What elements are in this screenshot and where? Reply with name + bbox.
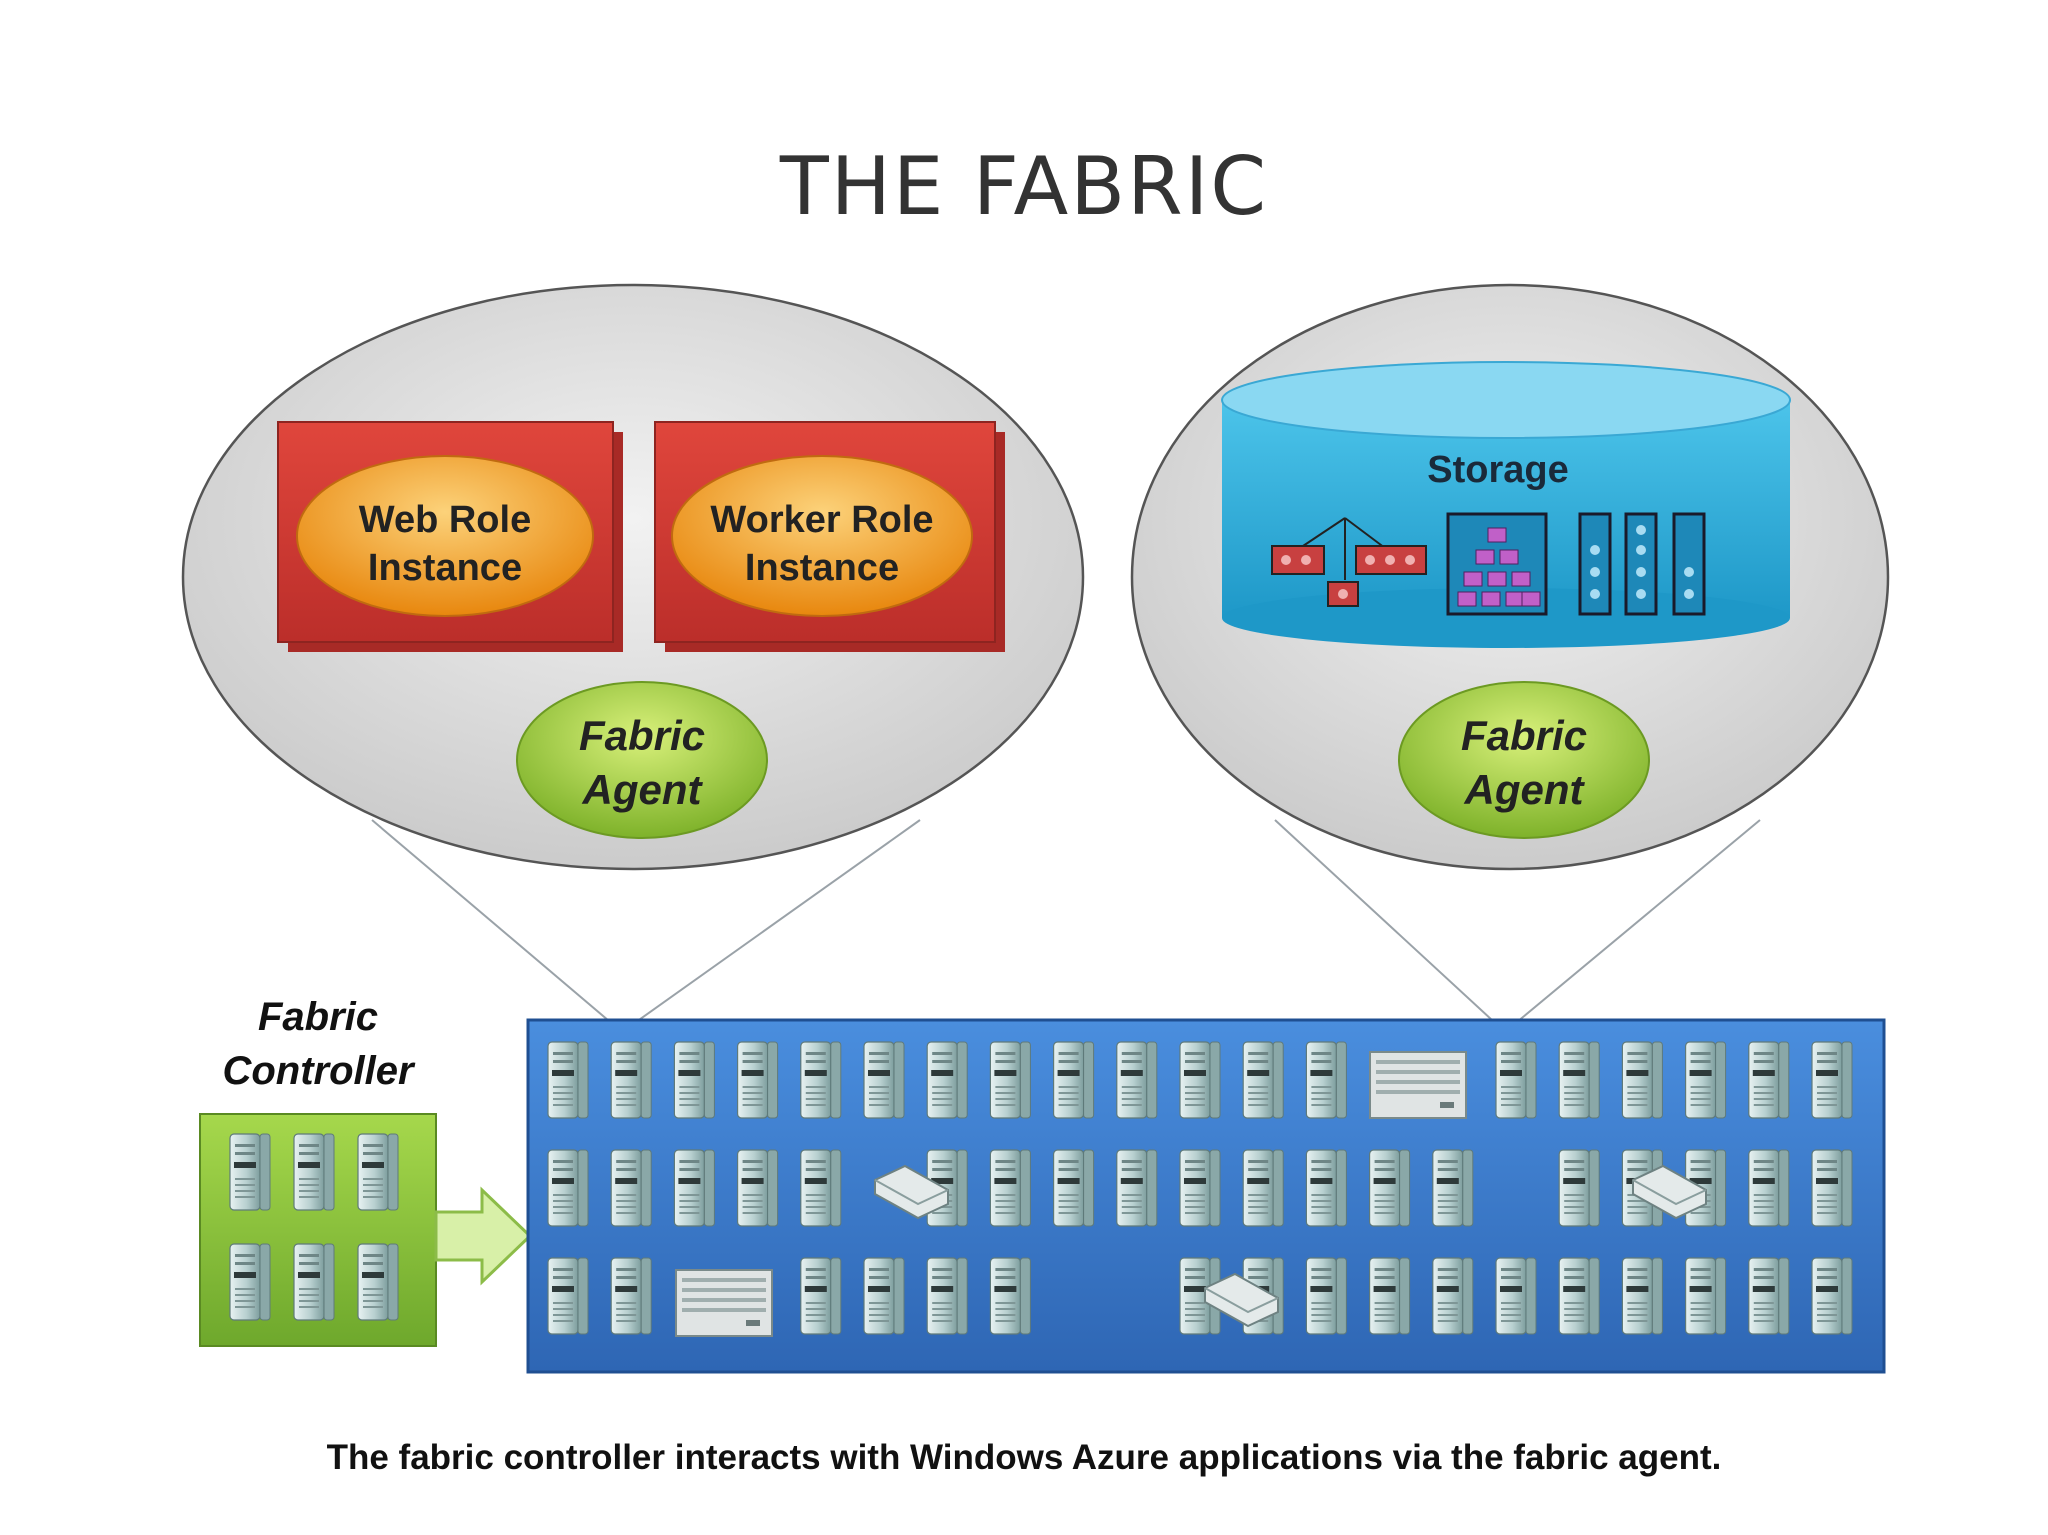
server-icon	[1621, 1257, 1664, 1335]
server-icon	[229, 1133, 271, 1211]
server-icon	[1748, 1149, 1790, 1227]
server-icon	[989, 1041, 1032, 1119]
server-icon	[926, 1041, 968, 1119]
left-agent-label-line2: Agent	[582, 766, 704, 813]
page-title: THE FABRIC	[779, 140, 1269, 233]
right-agent-label-line2: Agent	[1464, 766, 1586, 813]
server-icon	[1052, 1149, 1095, 1227]
worker-role-label-line1: Worker Role	[710, 499, 933, 541]
figure-caption: The fabric controller interacts with Win…	[326, 1438, 1722, 1477]
controller-label-line1: Fabric	[258, 995, 378, 1039]
server-icon	[1368, 1149, 1411, 1227]
server-icon	[989, 1149, 1032, 1227]
server-icon	[547, 1257, 589, 1335]
server-icon	[736, 1149, 779, 1227]
worker-role-label-line2: Instance	[745, 547, 899, 589]
connector-line	[621, 819, 921, 1033]
server-icon	[1179, 1149, 1221, 1227]
server-icon	[863, 1257, 905, 1335]
controller-label-line2: Controller	[222, 1049, 416, 1093]
server-icon	[673, 1041, 716, 1119]
server-icon	[1684, 1041, 1727, 1119]
connector-line	[1274, 819, 1506, 1033]
server-icon	[1052, 1041, 1095, 1119]
web-role-label-line2: Instance	[368, 547, 522, 589]
server-icon	[1748, 1041, 1790, 1119]
storage-blob-icon	[1271, 517, 1427, 607]
server-icon	[1242, 1149, 1284, 1227]
storage-table-icon	[1446, 512, 1548, 616]
left-agent-label-line1: Fabric	[579, 712, 705, 759]
server-icon	[357, 1133, 399, 1211]
left-fabric-agent: Fabric Agent	[516, 681, 768, 839]
server-icon	[610, 1149, 652, 1227]
server-icon	[1558, 1149, 1600, 1227]
server-icon	[1811, 1149, 1853, 1227]
worker-role-box: Worker Role Instance	[654, 421, 1005, 652]
server-icon	[989, 1257, 1032, 1335]
server-icon	[800, 1257, 842, 1335]
router-icon	[1204, 1272, 1279, 1328]
server-icon	[1432, 1257, 1474, 1335]
server-icon	[1748, 1257, 1790, 1335]
fabric-controller-box	[199, 1113, 437, 1347]
web-role-box: Web Role Instance	[277, 421, 623, 652]
server-icon	[1116, 1149, 1158, 1227]
connector-line	[1504, 819, 1761, 1033]
server-icon	[1684, 1257, 1727, 1335]
server-icon	[1495, 1257, 1537, 1335]
server-icon	[1242, 1041, 1284, 1119]
storage-cylinder: Storage	[1221, 361, 1791, 648]
server-icon	[293, 1133, 335, 1211]
server-icon	[1368, 1257, 1411, 1335]
right-agent-label-line1: Fabric	[1461, 712, 1587, 759]
blade-server-icon	[1369, 1051, 1467, 1119]
server-icon	[547, 1149, 589, 1227]
server-icon	[926, 1257, 968, 1335]
server-icon	[1432, 1149, 1474, 1227]
server-icon	[1116, 1041, 1158, 1119]
server-icon	[1495, 1041, 1537, 1119]
server-icon	[610, 1257, 652, 1335]
arrow-right-icon	[434, 1186, 533, 1286]
server-icon	[1305, 1257, 1348, 1335]
server-icon	[736, 1041, 779, 1119]
server-icon	[800, 1149, 842, 1227]
server-icon	[1305, 1149, 1348, 1227]
server-icon	[1558, 1041, 1600, 1119]
storage-label: Storage	[1427, 449, 1568, 491]
server-icon	[293, 1243, 335, 1321]
router-icon	[874, 1164, 949, 1220]
blade-server-icon	[675, 1269, 773, 1337]
right-fabric-agent: Fabric Agent	[1398, 681, 1650, 839]
storage-queue-icon	[1578, 512, 1706, 616]
server-icon	[357, 1243, 399, 1321]
server-icon	[1179, 1041, 1221, 1119]
server-icon	[229, 1243, 271, 1321]
server-icon	[1558, 1257, 1600, 1335]
server-icon	[800, 1041, 842, 1119]
router-icon	[1632, 1164, 1707, 1220]
server-icon	[547, 1041, 589, 1119]
server-icon	[1811, 1257, 1853, 1335]
server-icon	[1811, 1041, 1853, 1119]
connector-line	[371, 819, 623, 1033]
server-icon	[673, 1149, 716, 1227]
server-icon	[863, 1041, 905, 1119]
server-icon	[1621, 1041, 1664, 1119]
server-icon	[610, 1041, 652, 1119]
web-role-label-line1: Web Role	[359, 499, 531, 541]
server-icon	[1305, 1041, 1348, 1119]
